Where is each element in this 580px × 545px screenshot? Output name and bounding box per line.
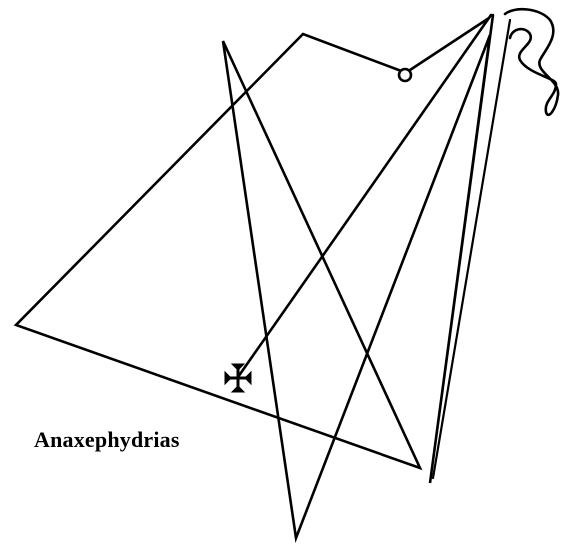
sigil-outline-line bbox=[16, 15, 493, 538]
cross-terminal-icon bbox=[225, 364, 251, 392]
sigil-upper-line bbox=[410, 18, 489, 70]
circle-terminal-icon bbox=[399, 69, 411, 81]
sigil-right-line bbox=[433, 20, 510, 478]
sigil-diagonal-line bbox=[238, 15, 491, 377]
sigil-name-label: Anaxephydrias bbox=[34, 427, 180, 453]
loop-hook-icon bbox=[505, 9, 558, 115]
